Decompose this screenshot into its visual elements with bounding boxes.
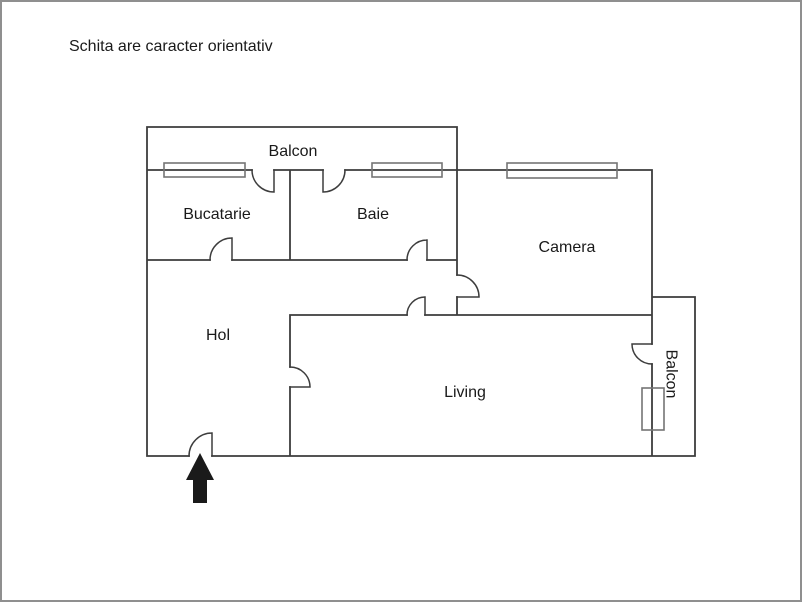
room-label-camera: Camera [539,239,596,256]
window-bucatarie [163,162,246,178]
entrance-arrow-icon [186,453,214,503]
room-label-baie: Baie [357,206,389,223]
door-swings [188,169,653,457]
room-label-bucatarie: Bucatarie [183,206,251,223]
page-title: Schita are caracter orientativ [69,38,273,55]
room-label-hol: Hol [206,327,230,344]
room-label-living: Living [444,384,486,401]
window-camera [506,162,618,179]
room-label-balcon-right: Balcon [663,350,680,399]
window-baie [371,162,443,178]
walls [146,126,696,457]
windows [163,162,665,431]
window-living-balcon [641,387,665,431]
room-label-balcon-top: Balcon [269,143,318,160]
